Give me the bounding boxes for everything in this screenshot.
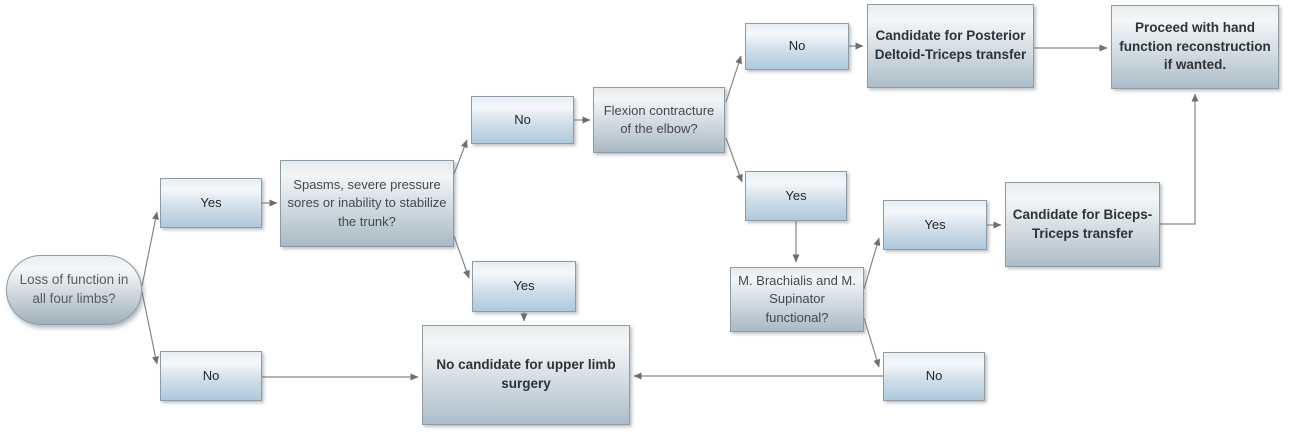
node-yes-3: Yes xyxy=(745,171,847,221)
node-biceps-result: Candidate for Biceps-Triceps transfer xyxy=(1005,182,1160,267)
node-posterior-deltoid-result: Candidate for Posterior Deltoid-Triceps … xyxy=(867,4,1034,88)
edge-biceps-proceed xyxy=(1160,93,1199,225)
edge-spasms-no2 xyxy=(453,139,468,175)
node-yes-4-label: Yes xyxy=(924,216,946,232)
edge-brachialis-yes4 xyxy=(863,237,881,290)
node-biceps-label: Candidate for Biceps-Triceps transfer xyxy=(1012,206,1153,241)
node-flexion-label: Flexion contracture of the elbow? xyxy=(603,102,715,136)
node-no-4-label: No xyxy=(925,368,943,384)
node-proceed-label: Proceed with hand function reconstructio… xyxy=(1119,19,1271,73)
node-no-3-label: No xyxy=(788,38,806,54)
node-spasms-question: Spasms, severe pressure sores or inabili… xyxy=(280,160,454,247)
node-yes-1-label: Yes xyxy=(200,194,222,210)
node-posterior-label: Candidate for Posterior Deltoid-Triceps … xyxy=(874,28,1027,62)
node-spasms-label: Spasms, severe pressure sores or inabili… xyxy=(287,177,447,229)
node-no-2-label: No xyxy=(514,111,531,127)
node-no-3: No xyxy=(745,23,849,70)
node-start-label: Loss of function in all four limbs? xyxy=(19,272,129,306)
node-yes-4: Yes xyxy=(883,200,987,250)
node-yes-1: Yes xyxy=(160,178,262,228)
node-flexion-question: Flexion contracture of the elbow? xyxy=(593,87,725,153)
node-no-4: No xyxy=(883,352,985,401)
node-yes-2-label: Yes xyxy=(513,278,535,294)
node-no-2: No xyxy=(471,96,574,144)
node-no-1: No xyxy=(160,351,262,401)
node-proceed-result: Proceed with hand function reconstructio… xyxy=(1111,5,1279,89)
edge-flexion-no3 xyxy=(725,55,743,103)
node-yes-2: Yes xyxy=(472,261,576,312)
edge-start-no1 xyxy=(141,291,159,365)
edge-spasms-yes2 xyxy=(453,235,470,279)
node-no-candidate-result: No candidate for upper limb surgery xyxy=(422,325,630,425)
edge-start-yes1 xyxy=(141,211,159,287)
node-no-1-label: No xyxy=(202,367,220,383)
node-yes-3-label: Yes xyxy=(785,187,807,203)
edge-brachialis-no4 xyxy=(863,317,881,368)
node-brachialis-question: M. Brachialis and M. Supinator functiona… xyxy=(730,267,864,332)
node-brachialis-label: M. Brachialis and M. Supinator functiona… xyxy=(738,273,856,325)
node-start: Loss of function in all four limbs? xyxy=(6,255,142,325)
node-no-candidate-label: No candidate for upper limb surgery xyxy=(436,357,616,391)
edge-flexion-yes3 xyxy=(725,137,743,183)
